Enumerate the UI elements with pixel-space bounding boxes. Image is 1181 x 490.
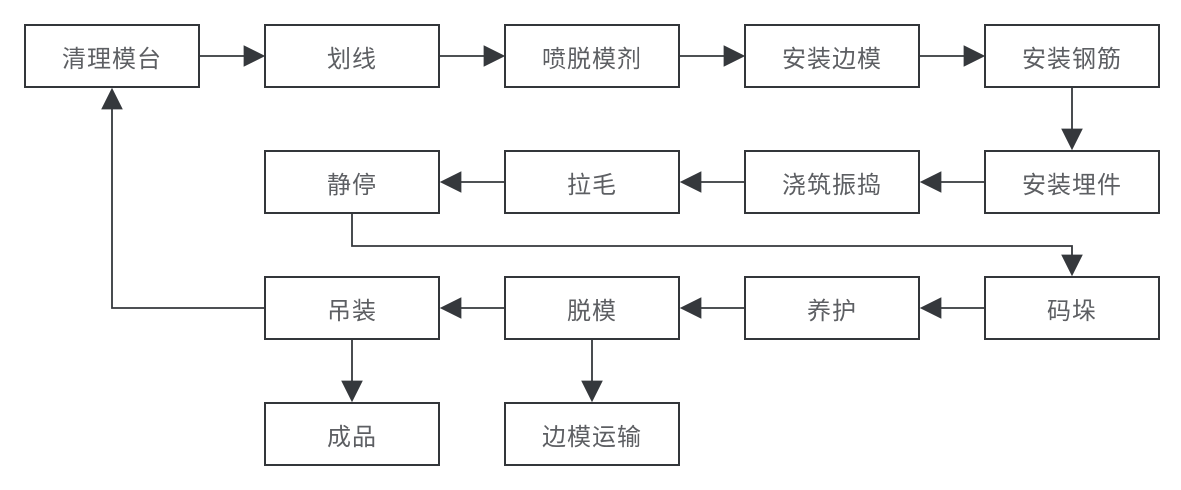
node-clean-mold-table[interactable]: 清理模台 [24, 24, 200, 88]
node-label: 养护 [807, 297, 857, 325]
edge-resting-to-stacking [351, 214, 1083, 277]
node-label: 清理模台 [62, 45, 162, 73]
node-label: 划线 [327, 45, 377, 73]
node-resting[interactable]: 静停 [264, 150, 440, 214]
node-curing[interactable]: 养护 [744, 276, 920, 340]
edge-hoisting-to-clean-mold-table [101, 87, 264, 309]
node-pour-and-vibrate[interactable]: 浇筑振捣 [744, 150, 920, 214]
node-spray-release-agent[interactable]: 喷脱模剂 [504, 24, 680, 88]
node-label: 浇筑振捣 [782, 171, 882, 199]
node-marking[interactable]: 划线 [264, 24, 440, 88]
node-demolding[interactable]: 脱模 [504, 276, 680, 340]
node-install-side-molds[interactable]: 安装边模 [744, 24, 920, 88]
node-label: 安装边模 [782, 45, 882, 73]
node-label: 安装钢筋 [1022, 45, 1122, 73]
node-finished-product[interactable]: 成品 [264, 402, 440, 466]
node-label: 脱模 [567, 297, 617, 325]
node-label: 喷脱模剂 [542, 45, 642, 73]
node-install-rebar[interactable]: 安装钢筋 [984, 24, 1160, 88]
node-install-embedded-parts[interactable]: 安装埋件 [984, 150, 1160, 214]
node-side-mold-transport[interactable]: 边模运输 [504, 402, 680, 466]
node-label: 边模运输 [542, 423, 642, 451]
node-hoisting[interactable]: 吊装 [264, 276, 440, 340]
node-label: 码垛 [1047, 297, 1097, 325]
node-stacking[interactable]: 码垛 [984, 276, 1160, 340]
node-label: 安装埋件 [1022, 171, 1122, 199]
node-label: 静停 [327, 171, 377, 199]
node-roughening[interactable]: 拉毛 [504, 150, 680, 214]
node-label: 吊装 [327, 297, 377, 325]
node-label: 成品 [327, 423, 377, 451]
node-label: 拉毛 [567, 171, 617, 199]
